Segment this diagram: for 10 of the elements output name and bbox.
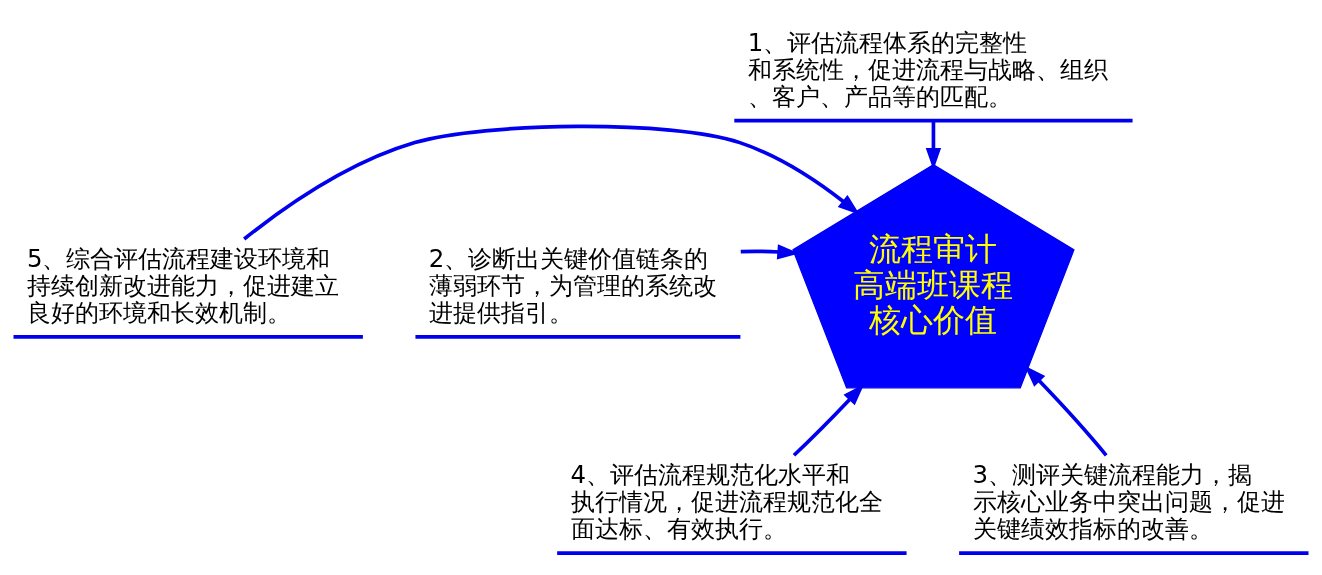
node-text: 1、评估流程体系的完整性和系统性，促进流程与战略、组织、客户、产品等的匹配。 xyxy=(747,27,1108,111)
node-text: 2、诊断出关键价值链条的薄弱环节，为管理的系统改进提供指引。 xyxy=(428,243,717,327)
node-text: 5、综合评估流程建设环境和持续创新改进能力，促进建立良好的环境和长效机制。 xyxy=(26,243,339,327)
node-text: 3、测评关键流程能力，揭示核心业务中突出问题，促进关键绩效指标的改善。 xyxy=(972,459,1285,543)
arrow xyxy=(1024,364,1108,456)
arrow xyxy=(925,120,942,170)
node-text: 4、评估流程规范化水平和执行情况，促进流程规范化全面达标、有效执行。 xyxy=(570,459,883,543)
arrow xyxy=(740,243,800,260)
arrow xyxy=(243,124,860,240)
arrow xyxy=(792,383,865,457)
